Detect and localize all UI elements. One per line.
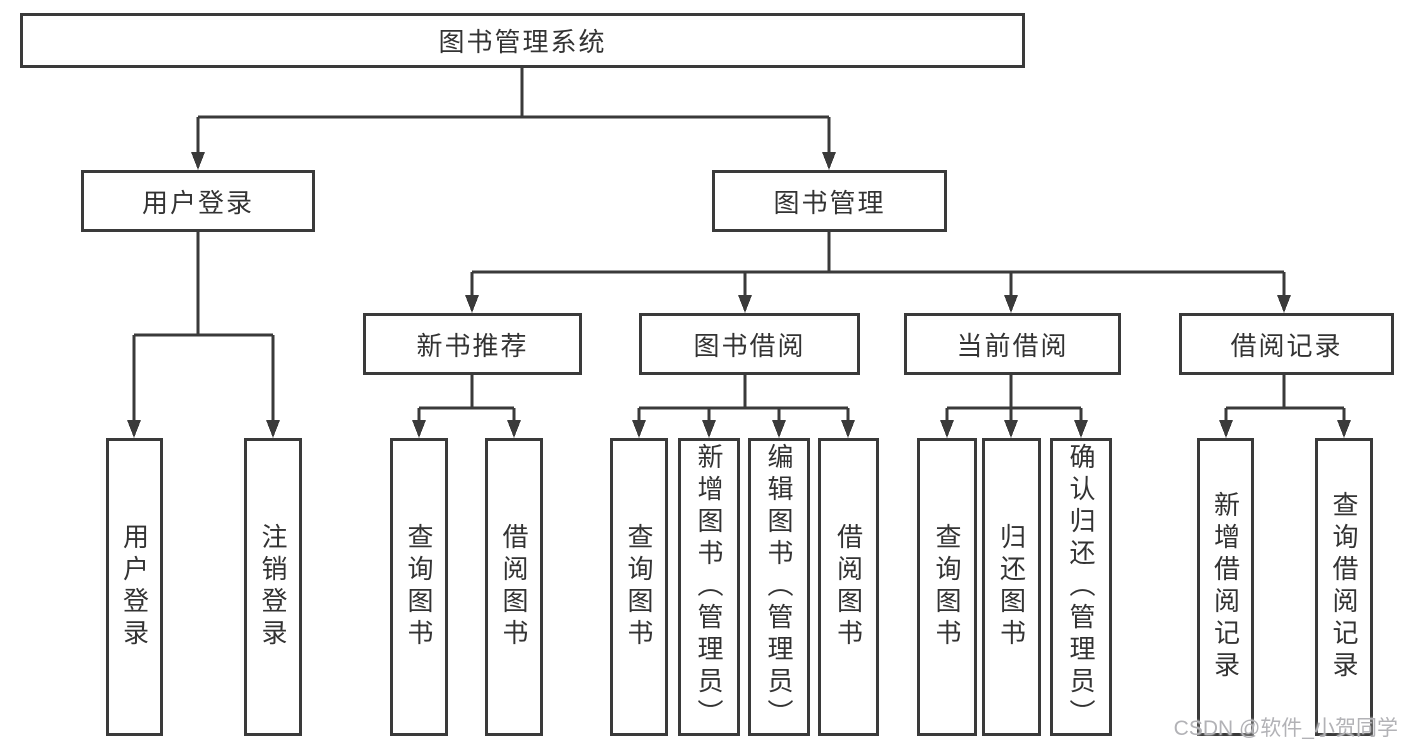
node-borrowing-records: 借阅记录: [1179, 313, 1394, 375]
node-new-book-recommendation: 新书推荐: [363, 313, 582, 375]
leaf-logout-label: 注销登录: [258, 523, 288, 651]
leaf-return-books: 归还图书: [982, 438, 1041, 736]
leaf-confirm-return-admin-label: 确认归还（管理员）: [1066, 443, 1096, 731]
connector-user-login-branch: [127, 232, 280, 438]
leaf-query-books-current-label: 查询图书: [932, 523, 962, 651]
node-borrowing-records-label: 借阅记录: [1230, 330, 1343, 361]
connector-book-management-branch: [465, 232, 1291, 313]
leaf-borrow-books-recommend: 借阅图书: [485, 438, 543, 736]
connector-borrow-records-branch: [1219, 375, 1351, 438]
node-book-management: 图书管理: [712, 170, 947, 232]
node-user-login-label: 用户登录: [141, 187, 254, 218]
node-book-management-label: 图书管理: [773, 187, 886, 218]
connector-current-borrow-branch: [940, 375, 1088, 438]
leaf-borrow-books: 借阅图书: [818, 438, 879, 736]
connector-new-book-branch: [412, 375, 521, 438]
leaf-query-books-recommend: 查询图书: [390, 438, 448, 736]
leaf-query-borrow-record-label: 查询借阅记录: [1329, 491, 1359, 683]
csdn-watermark: CSDN @软件_小贺同学: [1173, 717, 1398, 740]
leaf-user-login: 用户登录: [106, 438, 163, 736]
node-book-borrowing: 图书借阅: [639, 313, 860, 375]
node-library-system-label: 图书管理系统: [438, 27, 607, 57]
leaf-edit-books-admin-label: 编辑图书（管理员）: [764, 443, 794, 731]
leaf-confirm-return-admin: 确认归还（管理员）: [1050, 438, 1112, 736]
leaf-query-books-current: 查询图书: [917, 438, 977, 736]
leaf-borrow-books-recommend-label: 借阅图书: [499, 523, 529, 651]
connector-book-borrow-branch: [632, 375, 855, 438]
leaf-add-borrow-record: 新增借阅记录: [1197, 438, 1254, 736]
leaf-add-books-admin: 新增图书（管理员）: [678, 438, 740, 736]
leaf-borrow-books-label: 借阅图书: [833, 523, 864, 651]
leaf-query-books-borrow-label: 查询图书: [624, 523, 654, 651]
node-user-login: 用户登录: [81, 170, 315, 232]
node-new-book-recommendation-label: 新书推荐: [416, 330, 529, 361]
leaf-add-borrow-record-label: 新增借阅记录: [1210, 491, 1241, 683]
node-current-borrowing: 当前借阅: [904, 313, 1121, 375]
node-book-borrowing-label: 图书借阅: [693, 330, 806, 361]
leaf-edit-books-admin: 编辑图书（管理员）: [748, 438, 810, 736]
leaf-return-books-label: 归还图书: [996, 523, 1027, 651]
leaf-query-books-recommend-label: 查询图书: [404, 523, 434, 651]
leaf-user-login-label: 用户登录: [119, 523, 150, 651]
leaf-logout: 注销登录: [244, 438, 302, 736]
leaf-add-books-admin-label: 新增图书（管理员）: [694, 443, 724, 731]
leaf-query-books-borrow: 查询图书: [610, 438, 668, 736]
node-current-borrowing-label: 当前借阅: [956, 330, 1069, 361]
node-library-system: 图书管理系统: [20, 13, 1025, 68]
leaf-query-borrow-record: 查询借阅记录: [1315, 438, 1373, 736]
connector-root-to-level2: [191, 68, 836, 170]
